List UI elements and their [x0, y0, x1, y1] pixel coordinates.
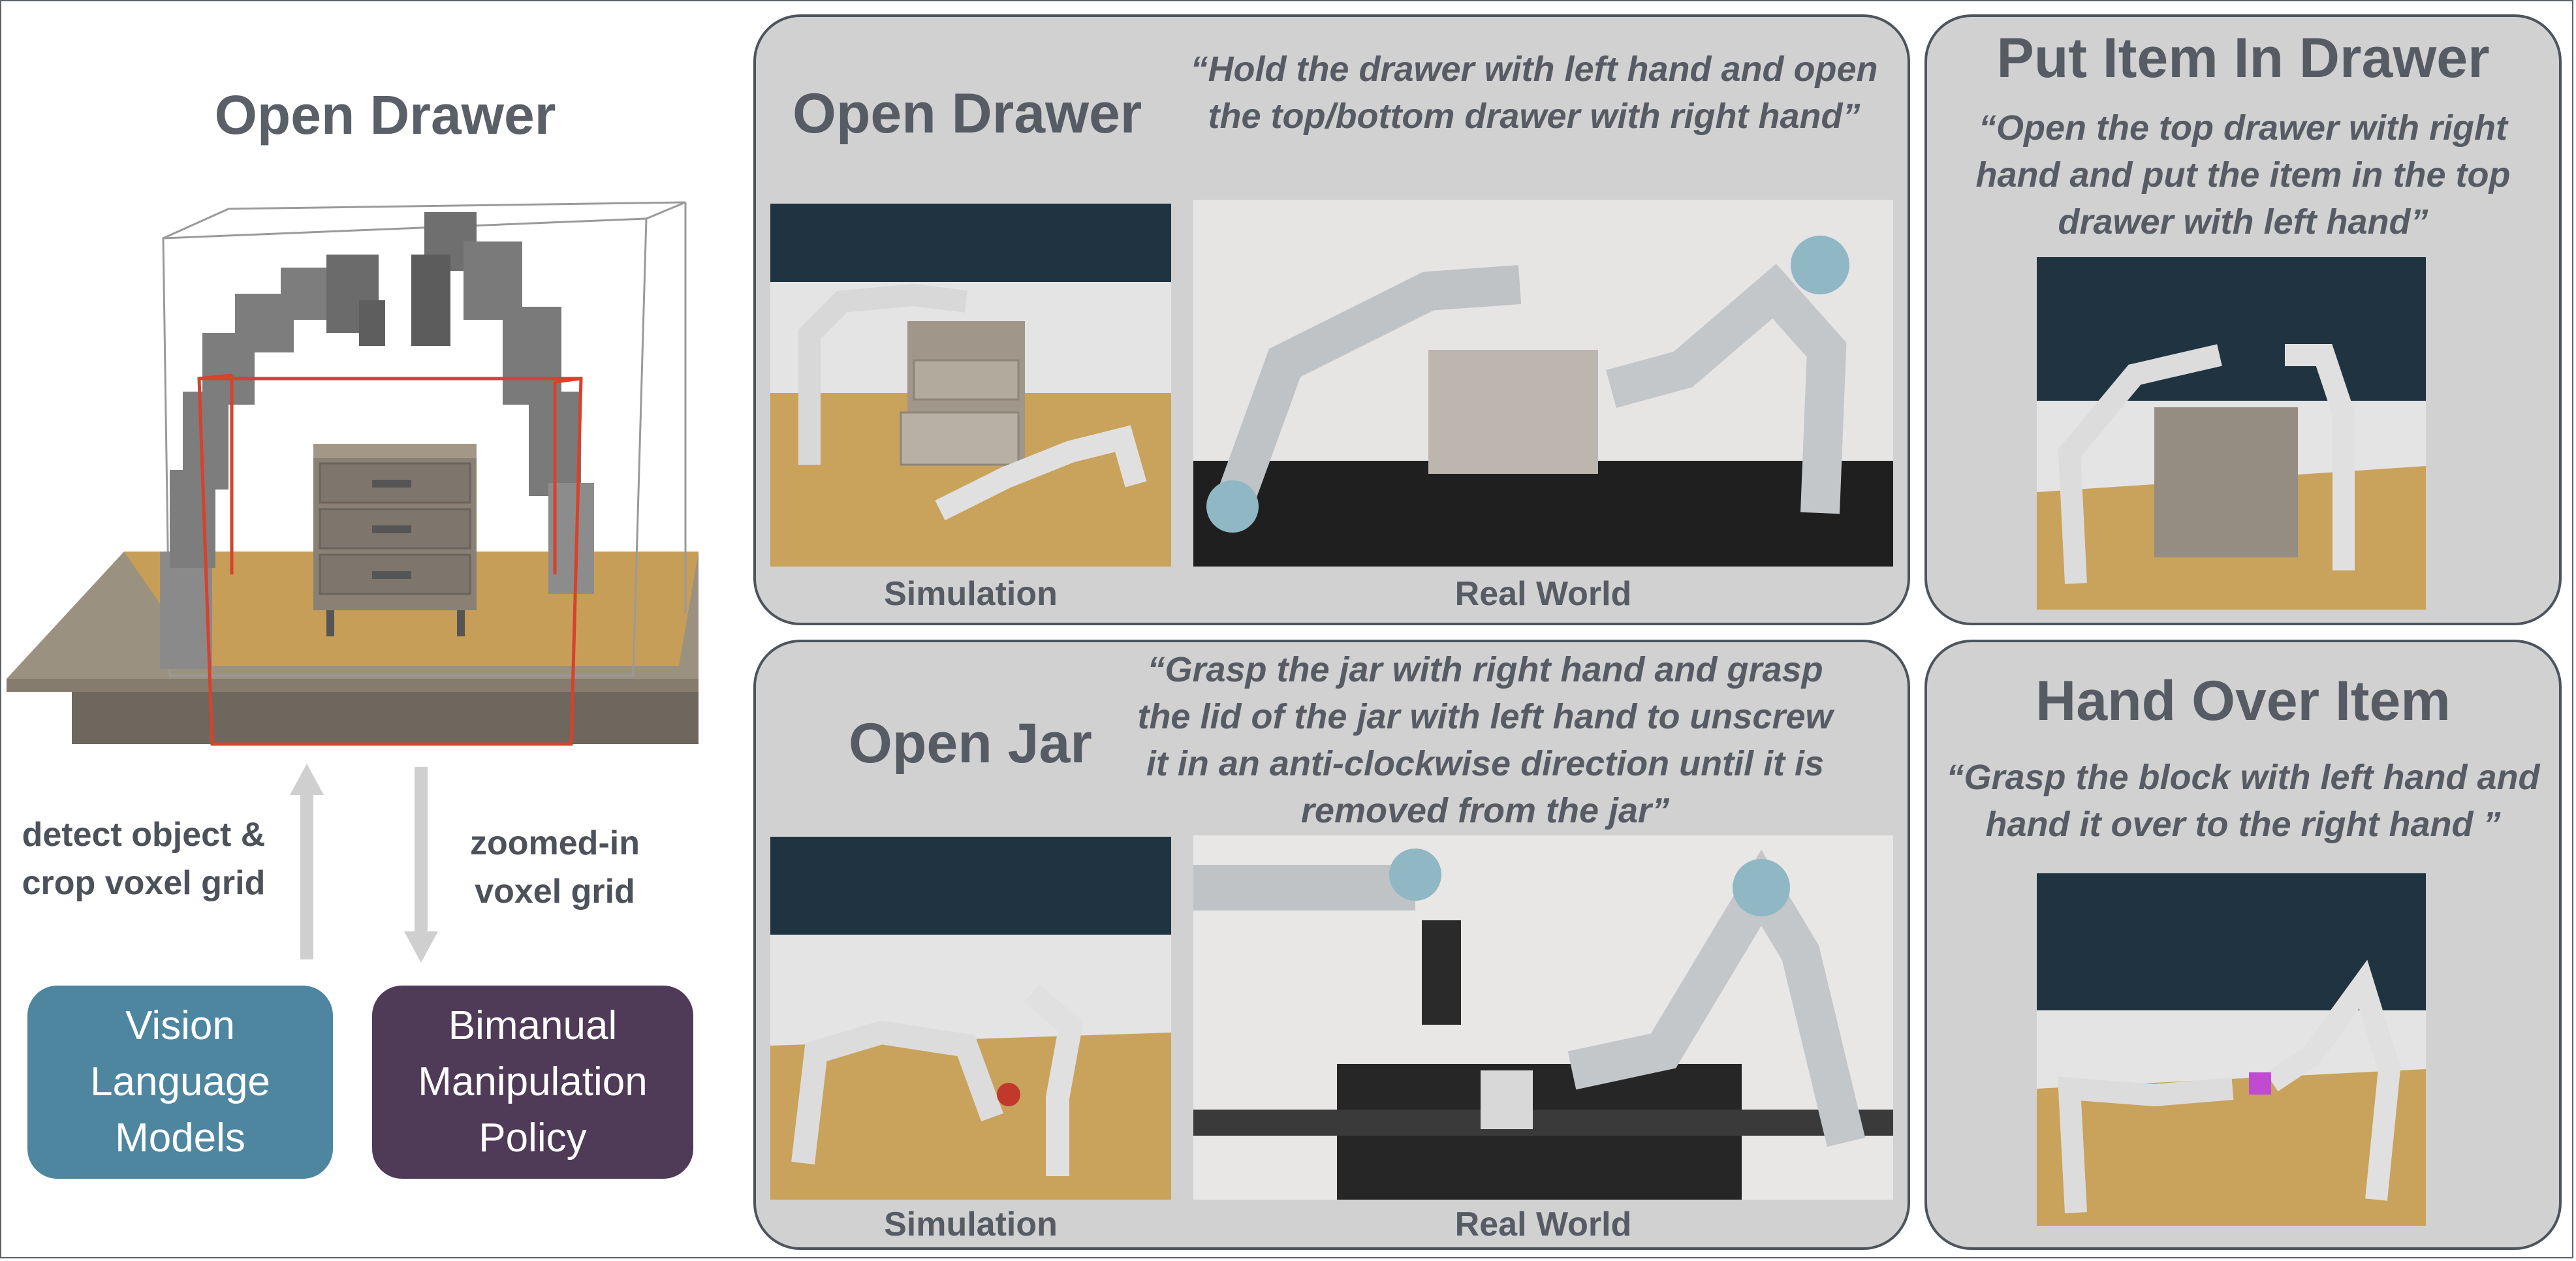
panel-title-hand-over: Hand Over Item: [2035, 670, 2451, 732]
caption-real-open-jar: Real World: [1454, 1206, 1632, 1243]
caption-sim-open-drawer: Simulation: [884, 575, 1058, 613]
left-title: Open Drawer: [214, 84, 556, 146]
quote-put-item: “Open the top drawer with right hand and…: [1975, 108, 2511, 241]
photo-sim-open-drawer: [770, 204, 1171, 567]
photo-real-open-drawer: [1193, 200, 1893, 567]
table-front: [72, 692, 699, 744]
voxel-cabinet: [313, 444, 477, 636]
vlm-box: Vision Language Models: [27, 986, 333, 1179]
photo-sim-hand-over: [2037, 873, 2426, 1226]
caption-real-open-drawer: Real World: [1454, 575, 1632, 613]
arrow-down-label: zoomed-in voxel grid: [470, 824, 640, 911]
arrow-up-label: detect object & crop voxel grid: [22, 816, 266, 902]
quote-open-jar: “Grasp the jar with right hand and grasp…: [1137, 650, 1833, 830]
arrow-up-icon: [290, 764, 324, 959]
photo-real-open-jar: [1193, 835, 1893, 1200]
arrow-down-icon: [404, 767, 438, 963]
panel-title-open-jar: Open Jar: [849, 712, 1092, 775]
photo-sim-open-jar: [770, 837, 1171, 1200]
left-arm-voxels: [160, 255, 385, 669]
panel-title-put-item: Put Item In Drawer: [1996, 27, 2490, 89]
policy-box: Bimanual Manipulation Policy: [372, 986, 693, 1179]
voxel-scene: [7, 201, 699, 746]
quote-hand-over: “Grasp the block with left hand and hand…: [1946, 758, 2540, 844]
photo-sim-put-item: [2037, 257, 2426, 610]
caption-sim-open-jar: Simulation: [884, 1206, 1058, 1243]
voxel-bounds: [162, 201, 687, 677]
panel-title-open-drawer: Open Drawer: [793, 82, 1142, 145]
crop-box: [197, 373, 583, 746]
quote-open-drawer: “Hold the drawer with left hand and open…: [1190, 50, 1878, 136]
